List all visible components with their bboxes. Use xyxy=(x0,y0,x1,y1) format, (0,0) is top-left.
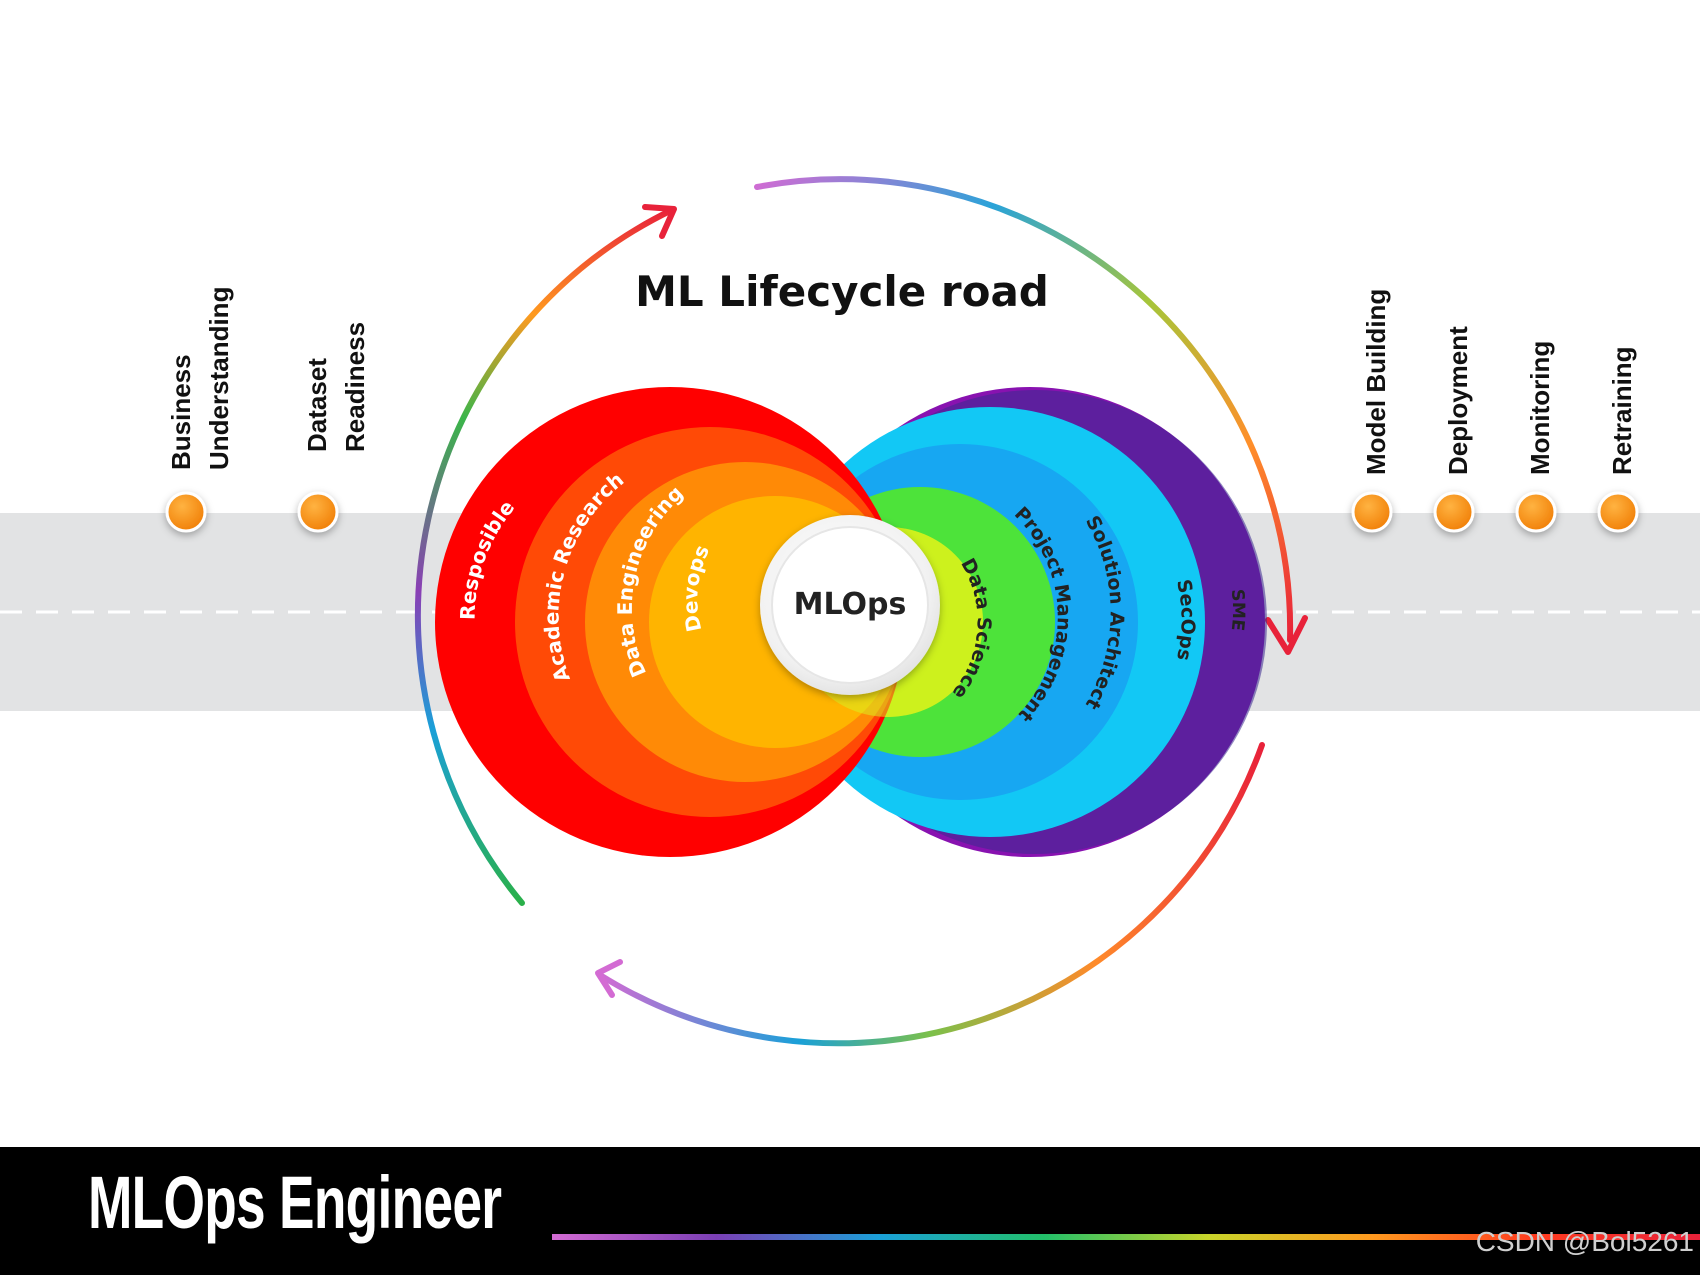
center-label: MLOps xyxy=(794,587,907,622)
milestone-label: Monitoring xyxy=(1525,341,1555,475)
watermark: CSDN @Bol5261 xyxy=(1475,1226,1694,1257)
milestone-label: Model Building xyxy=(1361,289,1391,475)
milestone-dataset-readiness: Dataset Readiness xyxy=(297,322,370,533)
milestone-retraining: Retraining xyxy=(1597,346,1639,533)
milestone-line1: Dataset xyxy=(302,358,332,452)
milestone-dot xyxy=(1515,491,1557,533)
label-sme-text: SME xyxy=(1227,588,1248,632)
milestone-label: Dataset Readiness xyxy=(302,322,370,452)
milestone-monitoring: Monitoring xyxy=(1515,341,1557,533)
arrow-head-right xyxy=(1265,615,1308,655)
arrow-head-top xyxy=(642,204,677,239)
milestone-business-understanding: Business Understanding xyxy=(165,287,234,533)
milestone-line2: Readiness xyxy=(340,322,370,452)
milestone-line2: Understanding xyxy=(204,287,234,470)
milestone-dot xyxy=(1351,491,1393,533)
milestone-model-building: Model Building xyxy=(1351,289,1393,533)
milestone-label: Deployment xyxy=(1443,326,1473,475)
diagram-title: ML Lifecycle road xyxy=(635,267,1049,316)
arc-bottom-arrow xyxy=(597,742,1265,1047)
milestone-label: Business Understanding xyxy=(166,287,234,470)
center-circle-inner xyxy=(771,526,929,684)
arc-left-arrow xyxy=(414,207,675,906)
right-rings xyxy=(775,387,1267,857)
milestone-deployment: Deployment xyxy=(1433,326,1475,533)
milestone-label: Retraining xyxy=(1607,346,1637,475)
footer-title: MLOps Engineer xyxy=(88,1161,502,1244)
milestone-line1: Business xyxy=(166,354,196,470)
label-sme: SME xyxy=(1227,588,1248,632)
arc-top-arrow xyxy=(754,176,1294,643)
milestone-dot xyxy=(1433,491,1475,533)
footer-gradient-line xyxy=(552,1234,1700,1240)
footer-bar xyxy=(0,1147,1700,1275)
arrow-head-left xyxy=(595,959,623,998)
milestone-dot xyxy=(297,491,339,533)
milestone-dot xyxy=(165,491,207,533)
milestone-dot xyxy=(1597,491,1639,533)
